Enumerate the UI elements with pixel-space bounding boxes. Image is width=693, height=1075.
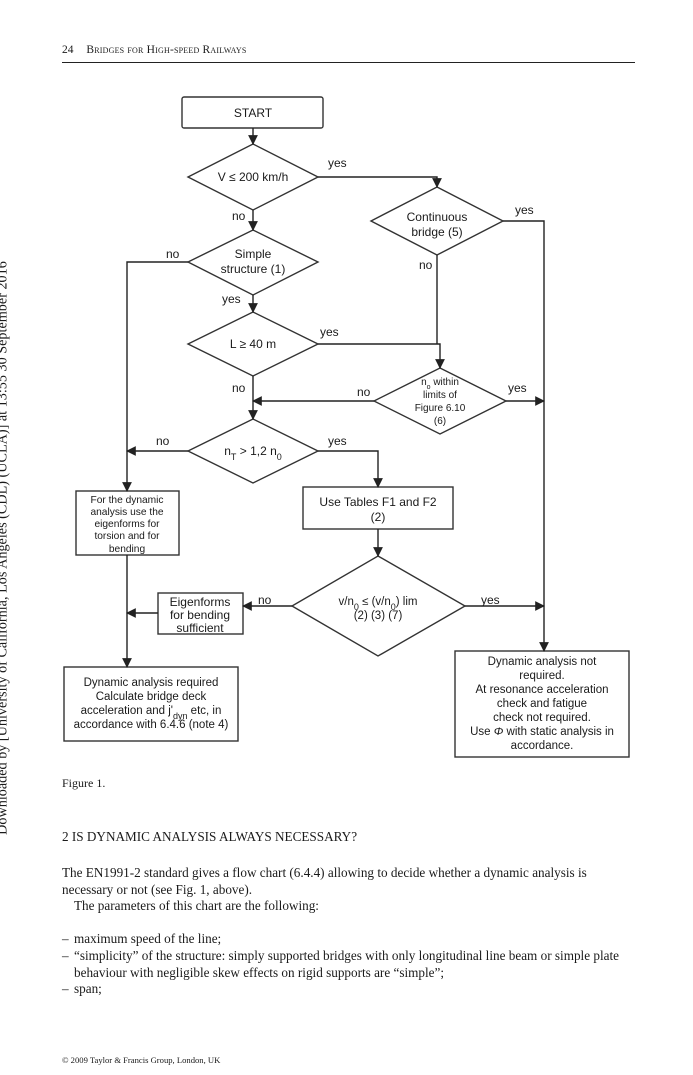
header-rule <box>62 62 635 63</box>
no-label: no <box>357 385 371 399</box>
ratio-label-1: v/n0 ≤ (v/n0) lim <box>339 596 418 612</box>
not-required-line-5: check not required. <box>493 712 591 724</box>
yes-label: yes <box>515 203 534 217</box>
bullet-item: – maximum speed of the line; <box>62 931 636 948</box>
required-line-2: Calculate bridge deck <box>96 691 207 703</box>
bullet-text: span; <box>74 981 102 996</box>
bullet-text: maximum speed of the line; <box>74 931 222 946</box>
not-required-line-6: Use Φ with static analysis in <box>470 726 614 738</box>
eigen-bending-line-2: for bending <box>170 608 230 622</box>
no-label: no <box>232 209 246 223</box>
page-number: 24 <box>62 44 74 56</box>
book-title: Bridges for High-speed Railways <box>86 44 247 56</box>
not-required-line-4: check and fatigue <box>497 698 587 710</box>
not-required-line-3: At resonance acceleration <box>476 684 609 696</box>
bullet-marker: – <box>62 981 69 996</box>
copyright-footer: © 2009 Taylor & Francis Group, London, U… <box>62 1055 221 1065</box>
not-required-box <box>454 650 630 758</box>
limits-label-3: Figure 6.10 <box>415 403 466 414</box>
no-label: no <box>166 247 180 261</box>
no-label: no <box>419 258 433 272</box>
not-required-line-1: Dynamic analysis not <box>488 656 597 668</box>
required-line-4: accordance with 6.4.6 (note 4) <box>74 719 229 731</box>
yes-label: yes <box>508 381 527 395</box>
yes-label: yes <box>320 325 339 339</box>
continuous-label-2: bridge (5) <box>411 225 462 239</box>
torsion-decision <box>186 418 320 484</box>
eigen-dynamic-line-4: torsion and for <box>94 531 160 542</box>
required-box <box>63 666 239 742</box>
eigen-dynamic-line-5: bending <box>109 544 146 555</box>
eigen-bending-line-1: Eigenforms <box>170 595 231 609</box>
eigen-dynamic-line-2: analysis use the <box>90 507 163 518</box>
bullet-item: – span; <box>62 981 636 998</box>
no-label: no <box>232 381 246 395</box>
limits-label-2: limits of <box>423 390 457 401</box>
no-label: no <box>258 593 272 607</box>
tables-label-1: Use Tables F1 and F2 <box>319 495 437 509</box>
flowchart: START V ≤ 200 km/h Continuous bridge (5)… <box>63 96 630 758</box>
figure-caption: Figure 1. <box>62 776 106 790</box>
bullet-marker: – <box>62 948 69 963</box>
yes-label: yes <box>328 434 347 448</box>
section-heading: 2 IS DYNAMIC ANALYSIS ALWAYS NECESSARY? <box>62 829 358 844</box>
yes-label: yes <box>222 292 241 306</box>
yes-label: yes <box>481 593 500 607</box>
required-line-3: acceleration and j'dyn etc, in <box>81 705 222 721</box>
ratio-decision <box>290 555 467 657</box>
eigen-bending-box <box>157 592 244 635</box>
bullet-text: “simplicity” of the structure: simply su… <box>74 948 619 980</box>
length-label: L ≥ 40 m <box>230 337 276 351</box>
not-required-line-2: required. <box>519 670 564 682</box>
required-line-1: Dynamic analysis required <box>84 677 219 689</box>
eigen-dynamic-line-3: eigenforms for <box>94 519 160 530</box>
ratio-label-2: (2) (3) (7) <box>354 610 403 622</box>
bullet-item: – “simplicity” of the structure: simply … <box>62 948 636 981</box>
continuous-label-1: Continuous <box>407 210 468 224</box>
not-required-line-7: accordance. <box>511 740 574 752</box>
no-label: no <box>156 434 170 448</box>
speed-label: V ≤ 200 km/h <box>218 170 289 184</box>
limits-label-4: (6) <box>434 416 446 427</box>
running-header: 24 Bridges for High-speed Railways <box>62 44 246 56</box>
paragraph-1: The EN1991-2 standard gives a flow chart… <box>62 865 587 897</box>
yes-label: yes <box>328 156 347 170</box>
limits-decision <box>372 367 508 435</box>
torsion-label: nT > 1,2 n0 <box>224 444 282 462</box>
simple-label-2: structure (1) <box>221 262 286 276</box>
limits-label-1: no within <box>421 377 459 391</box>
eigen-dynamic-line-1: For the dynamic <box>90 495 163 506</box>
paragraph-2: The parameters of this chart are the fol… <box>74 898 319 913</box>
bullet-marker: – <box>62 931 69 946</box>
simple-label-1: Simple <box>235 247 272 261</box>
start-label: START <box>234 106 273 120</box>
tables-label-2: (2) <box>371 510 386 524</box>
eigen-bending-line-3: sufficient <box>176 621 224 635</box>
